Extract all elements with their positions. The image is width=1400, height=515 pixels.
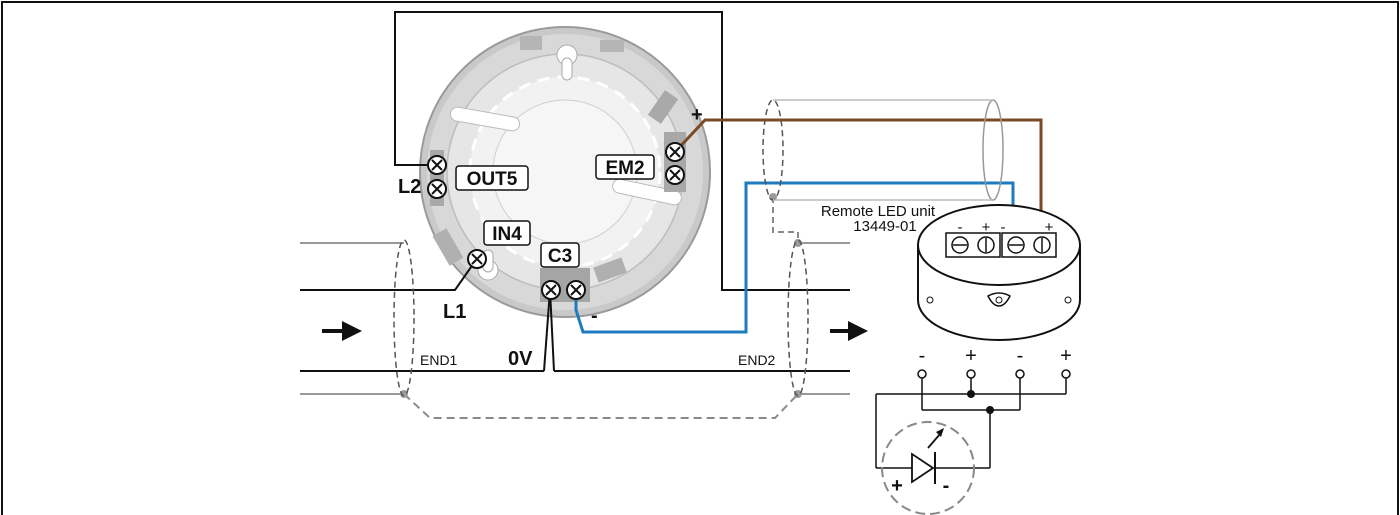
blue-wire <box>574 181 1015 334</box>
screw-terminal-icon <box>427 155 447 175</box>
em2-plus-label: + <box>691 104 703 126</box>
c3-label: C3 <box>548 246 572 267</box>
shield-node-right <box>794 390 802 398</box>
schematic-terminal-3: - <box>1017 345 1024 367</box>
em2-label-box <box>595 154 655 180</box>
schematic-terminal-4: + <box>1060 345 1072 367</box>
led-unit-terminal-3: - <box>1001 219 1006 236</box>
screw-terminal-icon <box>566 280 586 300</box>
left-black-wire-l1 <box>300 259 477 291</box>
led-unit-part-number: 13449-01 <box>853 218 916 235</box>
shield-node-left <box>400 390 408 398</box>
shield-drain-dashed <box>403 393 799 419</box>
cable-shield-right <box>787 239 809 397</box>
brown-wire <box>673 118 1043 238</box>
zero-v-label: 0V <box>508 348 533 370</box>
diode-plus-label: + <box>891 475 903 497</box>
cable-shield-left <box>393 239 415 397</box>
screw-terminal-icon <box>665 142 685 162</box>
end2-label: END2 <box>738 352 776 368</box>
screw-terminal-icon <box>665 165 685 185</box>
in4-label: IN4 <box>492 224 522 245</box>
c3-minus-label: - <box>591 305 598 327</box>
shield-drain-led-dashed <box>772 197 799 243</box>
zero-v-riser-left <box>543 289 551 372</box>
screw-terminal-icon <box>467 249 487 269</box>
led-unit-terminal-2: + <box>982 219 991 236</box>
end1-label: END1 <box>420 352 458 368</box>
l1-label: L1 <box>443 301 466 323</box>
schematic-terminal-1: - <box>919 345 926 367</box>
l2-label: L2 <box>398 176 421 198</box>
led-unit-terminal-1: - <box>958 219 963 236</box>
led-unit-title: Remote LED unit <box>821 203 936 220</box>
remote-led-unit <box>917 204 1081 341</box>
arrow-out-icon <box>830 321 868 341</box>
out5-label: OUT5 <box>467 169 518 190</box>
loop-wire-l2 <box>394 11 850 291</box>
led-cable-tube <box>762 99 1004 201</box>
schematic-terminal-2: + <box>965 345 977 367</box>
out5-label-box <box>455 165 529 191</box>
zero-v-riser-right <box>549 289 555 372</box>
in4-label-box <box>483 220 531 246</box>
led-unit-terminal-4: + <box>1045 219 1054 236</box>
em2-label: EM2 <box>605 158 644 179</box>
arrow-in-icon <box>322 321 362 341</box>
c3-label-box <box>540 242 580 268</box>
diode-minus-label: - <box>943 475 950 497</box>
screw-terminal-icon <box>541 280 561 300</box>
screw-terminal-icon <box>427 179 447 199</box>
led-schematic <box>875 369 1071 515</box>
